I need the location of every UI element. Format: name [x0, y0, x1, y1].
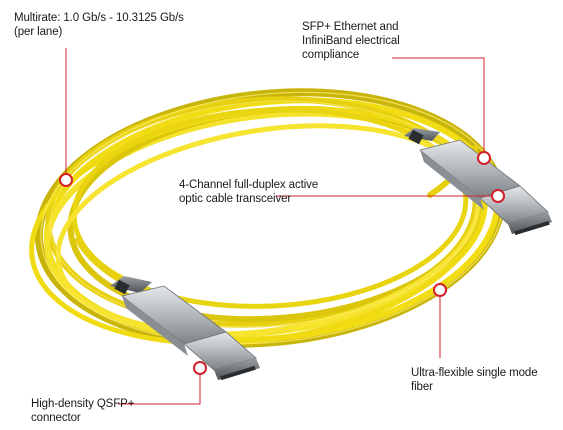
callout-multirate-line1: Multirate: 1.0 Gb/s - 10.3125 Gb/s — [14, 12, 184, 24]
callout-sfp-line3: compliance — [302, 49, 360, 61]
callout-multirate-line2: (per lane) — [14, 26, 63, 38]
callout-marker-transceiver — [491, 189, 505, 203]
qsfp-connector-left — [110, 276, 260, 381]
callout-transceiver-line1: 4-Channel full-duplex active — [179, 179, 319, 191]
callout-marker-connector — [193, 361, 207, 375]
callout-lines — [65, 48, 498, 405]
callout-fiber-line2: fiber — [411, 381, 433, 393]
callout-marker-multirate — [59, 173, 73, 187]
callout-connector: High-density QSFP+ connector — [31, 397, 134, 425]
fiber-cable-coil — [29, 88, 506, 348]
qsfp-connector-right — [404, 128, 552, 236]
callout-marker-fiber — [433, 283, 447, 297]
callout-multirate: Multirate: 1.0 Gb/s - 10.3125 Gb/s (per … — [14, 11, 184, 39]
callout-transceiver-line2: optic cable transceiver — [179, 193, 292, 205]
callout-connector-line2: connector — [31, 412, 81, 424]
callout-line-connector — [118, 368, 201, 405]
callout-sfp-line2: InfiniBand electrical — [302, 35, 400, 47]
callout-marker-sfp — [477, 151, 491, 165]
callout-sfp-line1: SFP+ Ethernet and — [302, 21, 399, 33]
callout-fiber-line1: Ultra-flexible single mode — [411, 367, 538, 379]
callout-connector-line1: High-density QSFP+ — [31, 398, 135, 410]
callout-markers — [59, 151, 505, 375]
callout-sfp-compliance: SFP+ Ethernet and InfiniBand electrical … — [302, 20, 400, 62]
callout-fiber: Ultra-flexible single mode fiber — [411, 366, 538, 394]
callout-line-sfp — [392, 57, 485, 158]
callout-transceiver: 4-Channel full-duplex active optic cable… — [179, 178, 318, 206]
